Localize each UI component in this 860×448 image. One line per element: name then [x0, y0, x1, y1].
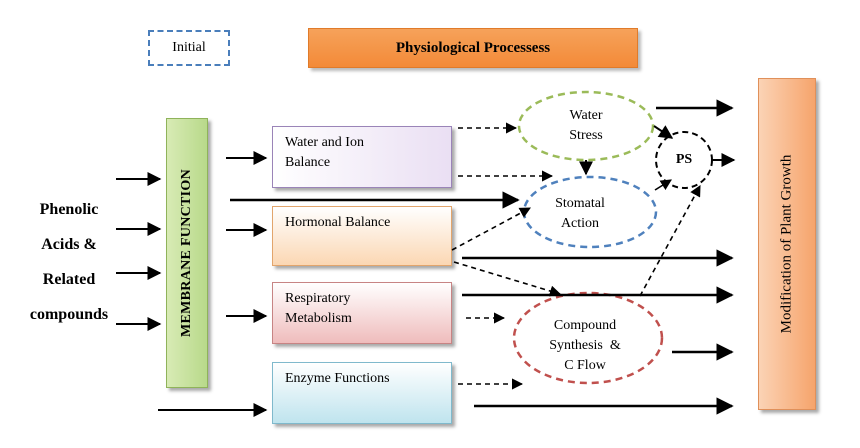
compound-to-ps-arrow	[639, 185, 701, 297]
input-line-3: Related	[42, 271, 96, 288]
compound-line-3: C Flow	[564, 358, 606, 373]
stomatal-line-2: Action	[560, 216, 600, 231]
enzyme-functions-label: Enzyme Functions	[285, 371, 390, 386]
legend-physiological-processes: Physiological Processess	[308, 28, 638, 68]
ps-label-text: PS	[675, 152, 693, 167]
enzyme-functions-box: Enzyme Functions	[272, 362, 452, 424]
compound-synthesis-ellipse	[512, 291, 664, 385]
respiratory-line-1: Respiratory	[285, 291, 351, 306]
water-stress-label: Water Stress	[546, 106, 626, 146]
water-stress-line-1: Water	[569, 108, 603, 123]
input-line-2: Acids &	[41, 236, 97, 253]
hormone-to-compound-arrow	[453, 261, 562, 297]
hormonal-balance-label: Hormonal Balance	[285, 215, 391, 230]
hormonal-balance-box: Hormonal Balance	[272, 206, 452, 266]
input-line-4: compounds	[29, 306, 109, 323]
waterstress-to-ps-arrow	[653, 125, 674, 139]
stomatal-to-ps-arrow	[654, 179, 672, 191]
input-phenolic-acids: Phenolic Acids & Related compounds	[14, 192, 124, 332]
stomatal-line-1: Stomatal	[555, 196, 605, 211]
water-stress-line-2: Stress	[569, 128, 603, 143]
water-ion-line-1: Water and Ion	[285, 135, 364, 150]
input-line-1: Phenolic	[39, 201, 99, 218]
ps-label: PS	[664, 150, 704, 170]
legend-initial: Initial	[148, 30, 230, 66]
stomatal-action-label: Stomatal Action	[540, 194, 620, 234]
respiratory-metabolism-box: Respiratory Metabolism	[272, 282, 452, 344]
water-stress-ellipse	[517, 90, 655, 162]
modification-plant-growth-box: Modification of Plant Growth	[758, 78, 816, 410]
compound-synthesis-label: Compound Synthesis & C Flow	[530, 316, 640, 376]
respiratory-line-2: Metabolism	[285, 311, 352, 326]
compound-line-2: Synthesis &	[549, 338, 621, 353]
water-ion-balance-box: Water and Ion Balance	[272, 126, 452, 188]
water-ion-line-2: Balance	[285, 155, 331, 170]
legend-initial-label: Initial	[172, 40, 206, 55]
membrane-function-box: MEMBRANE FUNCTION	[166, 118, 208, 388]
compound-line-1: Compound	[553, 318, 617, 333]
hormone-to-stomatal-arrow	[451, 207, 531, 251]
legend-physiological-label: Physiological Processess	[395, 39, 551, 56]
